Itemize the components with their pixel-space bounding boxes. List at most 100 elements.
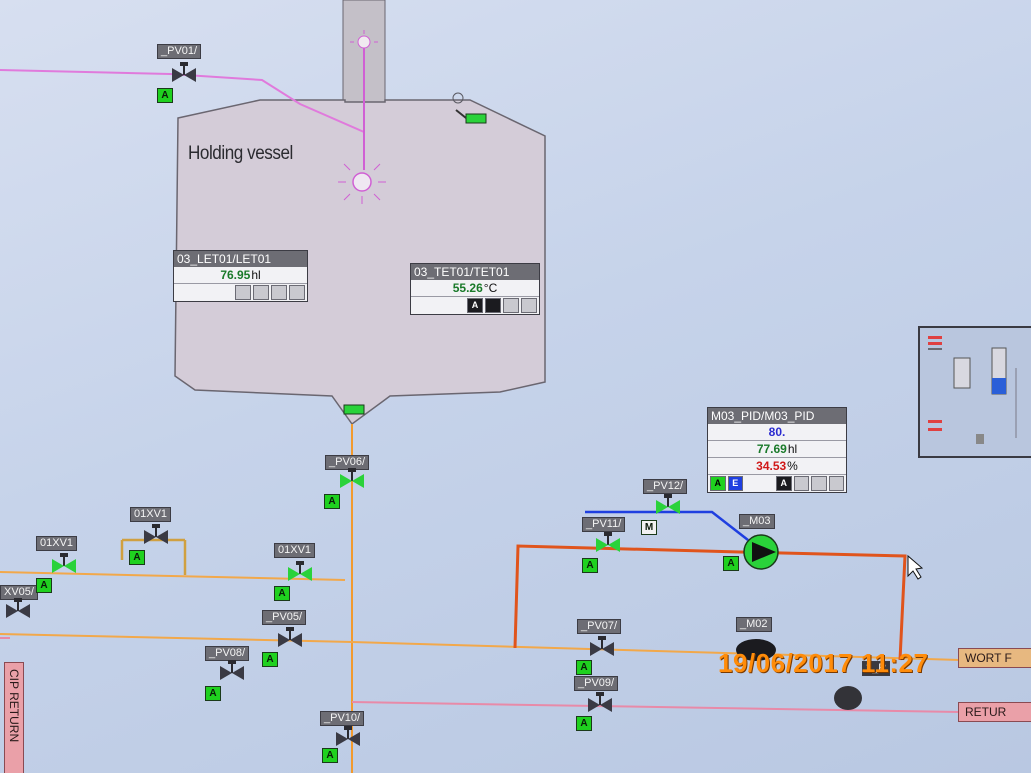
tag-pv06[interactable]: _PV06/ (325, 455, 370, 470)
badge-pv12-manual[interactable]: M (641, 520, 657, 535)
tag-xv1-mid[interactable]: 01XV1 (274, 543, 316, 558)
temp-unit: °C (483, 281, 498, 295)
control-line (585, 510, 749, 541)
level-btn-1[interactable] (235, 285, 251, 300)
tag-m03[interactable]: _M03 (739, 514, 775, 529)
badge-pv08-auto[interactable]: A (205, 686, 221, 701)
temp-value-row: 55.26°C (411, 280, 539, 297)
pid-pv-row: 77.69hl (708, 441, 846, 458)
valve-pv05-icon[interactable] (278, 627, 302, 653)
badge-pv01-auto[interactable]: A (157, 88, 173, 103)
pump-m02-icon[interactable] (736, 639, 776, 661)
pid-pv-unit: hl (787, 442, 798, 456)
tag-pv12[interactable]: _PV12/ (643, 479, 688, 494)
cip-return-label[interactable]: CIP RETURN (4, 662, 24, 773)
pid-mode-a-button[interactable]: A (775, 476, 792, 491)
pressure-sensor-icon (452, 92, 487, 124)
temp-value: 55.26 (452, 281, 483, 295)
pid-output-unit: % (787, 459, 798, 473)
pid-auto-button[interactable]: A (710, 476, 726, 491)
tag-m02[interactable]: _M02 (736, 617, 772, 632)
tag-xv05[interactable]: XV05/ (0, 585, 38, 600)
badge-pv11-auto[interactable]: A (582, 558, 598, 573)
badge-pv06-auto[interactable]: A (324, 494, 340, 509)
valve-xv1-left-icon[interactable] (52, 553, 76, 579)
sprayball-icon (338, 163, 386, 204)
valve-pv08-icon[interactable] (220, 660, 244, 686)
level-buttons (174, 284, 307, 301)
level-btn-2[interactable] (253, 285, 269, 300)
level-unit: hl (251, 268, 261, 282)
valve-xv1-mid-icon[interactable] (288, 561, 312, 587)
pid-panel[interactable]: M03_PID/M03_PID 80. 77.69hl 34.53% A E A (707, 407, 847, 493)
tank-outlet-icon (834, 686, 862, 710)
temp-btn-4[interactable] (521, 298, 537, 313)
outlet-indicator (343, 404, 365, 415)
tag-pv10[interactable]: _PV10/ (320, 711, 365, 726)
cursor-icon (907, 554, 924, 580)
pid-setpoint: 80. (708, 424, 846, 441)
tag-pv07[interactable]: _PV07/ (577, 619, 622, 634)
valve-pv11-icon[interactable] (596, 532, 620, 558)
badge-pv05-auto[interactable]: A (262, 652, 278, 667)
temp-mode-a-button[interactable]: A (467, 298, 483, 313)
pid-output: 34.53 (756, 459, 787, 473)
pid-tag: M03_PID/M03_PID (708, 408, 846, 424)
tag-xv1-left[interactable]: 01XV1 (36, 536, 78, 551)
valve-pv06-icon[interactable] (340, 468, 364, 494)
tag-r[interactable]: 2_R (862, 661, 891, 676)
circulation-loop (513, 544, 907, 661)
valve-pv10-icon[interactable] (336, 726, 360, 752)
badge-xv1-left-auto[interactable]: A (36, 578, 52, 593)
temp-btn-2[interactable] (485, 298, 501, 313)
feed-line (0, 69, 365, 133)
lamp-icon (350, 30, 378, 49)
temp-btn-3[interactable] (503, 298, 519, 313)
level-value: 76.95 (220, 268, 251, 282)
pid-btn-5[interactable] (793, 476, 810, 491)
valve-pv09-icon[interactable] (588, 692, 612, 718)
pid-output-row: 34.53% (708, 458, 846, 475)
overview-thumbnail[interactable] (918, 326, 1031, 458)
pipe-line-1 (0, 571, 346, 581)
badge-pv09-auto[interactable]: A (576, 716, 592, 731)
pid-pv: 77.69 (756, 442, 787, 456)
badge-pv10-auto[interactable]: A (322, 748, 338, 763)
badge-xv1-top-auto[interactable]: A (129, 550, 145, 565)
valve-pv01-icon[interactable] (172, 62, 196, 88)
valve-xv05-icon[interactable] (6, 598, 30, 624)
badge-xv1-mid-auto[interactable]: A (274, 586, 290, 601)
return-line (351, 701, 961, 713)
pid-btn-6[interactable] (811, 476, 827, 491)
pid-external-button[interactable]: E (727, 476, 744, 491)
tag-pv01[interactable]: _PV01/ (157, 44, 202, 59)
overview-graphic (928, 336, 1017, 444)
pid-btn-7[interactable] (828, 476, 845, 491)
tag-xv1-top[interactable]: 01XV1 (130, 507, 172, 522)
tag-pv09[interactable]: _PV09/ (574, 676, 619, 691)
pipe-line-3 (351, 641, 961, 661)
level-btn-4[interactable] (289, 285, 305, 300)
photo-timestamp: 19/06/2017 11:27 (718, 648, 929, 678)
level-tag: 03_LET01/LET01 (174, 251, 307, 267)
wort-label[interactable]: WORT F (958, 648, 1031, 668)
valve-pv12-icon[interactable] (656, 494, 680, 520)
level-value-row: 76.95hl (174, 267, 307, 284)
temp-panel[interactable]: 03_TET01/TET01 55.26°C A (410, 263, 540, 315)
return-label[interactable]: RETUR (958, 702, 1031, 722)
tag-pv11[interactable]: _PV11/ (582, 517, 626, 532)
tag-pv05[interactable]: _PV05/ (262, 610, 307, 625)
valve-xv1-top-icon[interactable] (144, 524, 168, 550)
badge-pv07-auto[interactable]: A (576, 660, 592, 675)
badge-m03-auto[interactable]: A (723, 556, 739, 571)
temp-buttons: A (411, 297, 539, 314)
pump-m03-icon[interactable] (743, 534, 779, 570)
holding-vessel[interactable] (174, 99, 546, 426)
valve-pv07-icon[interactable] (590, 636, 614, 662)
tag-pv08[interactable]: _PV08/ (205, 646, 250, 661)
vessel-title: Holding vessel (188, 143, 293, 164)
level-panel[interactable]: 03_LET01/LET01 76.95hl (173, 250, 308, 302)
level-btn-3[interactable] (271, 285, 287, 300)
